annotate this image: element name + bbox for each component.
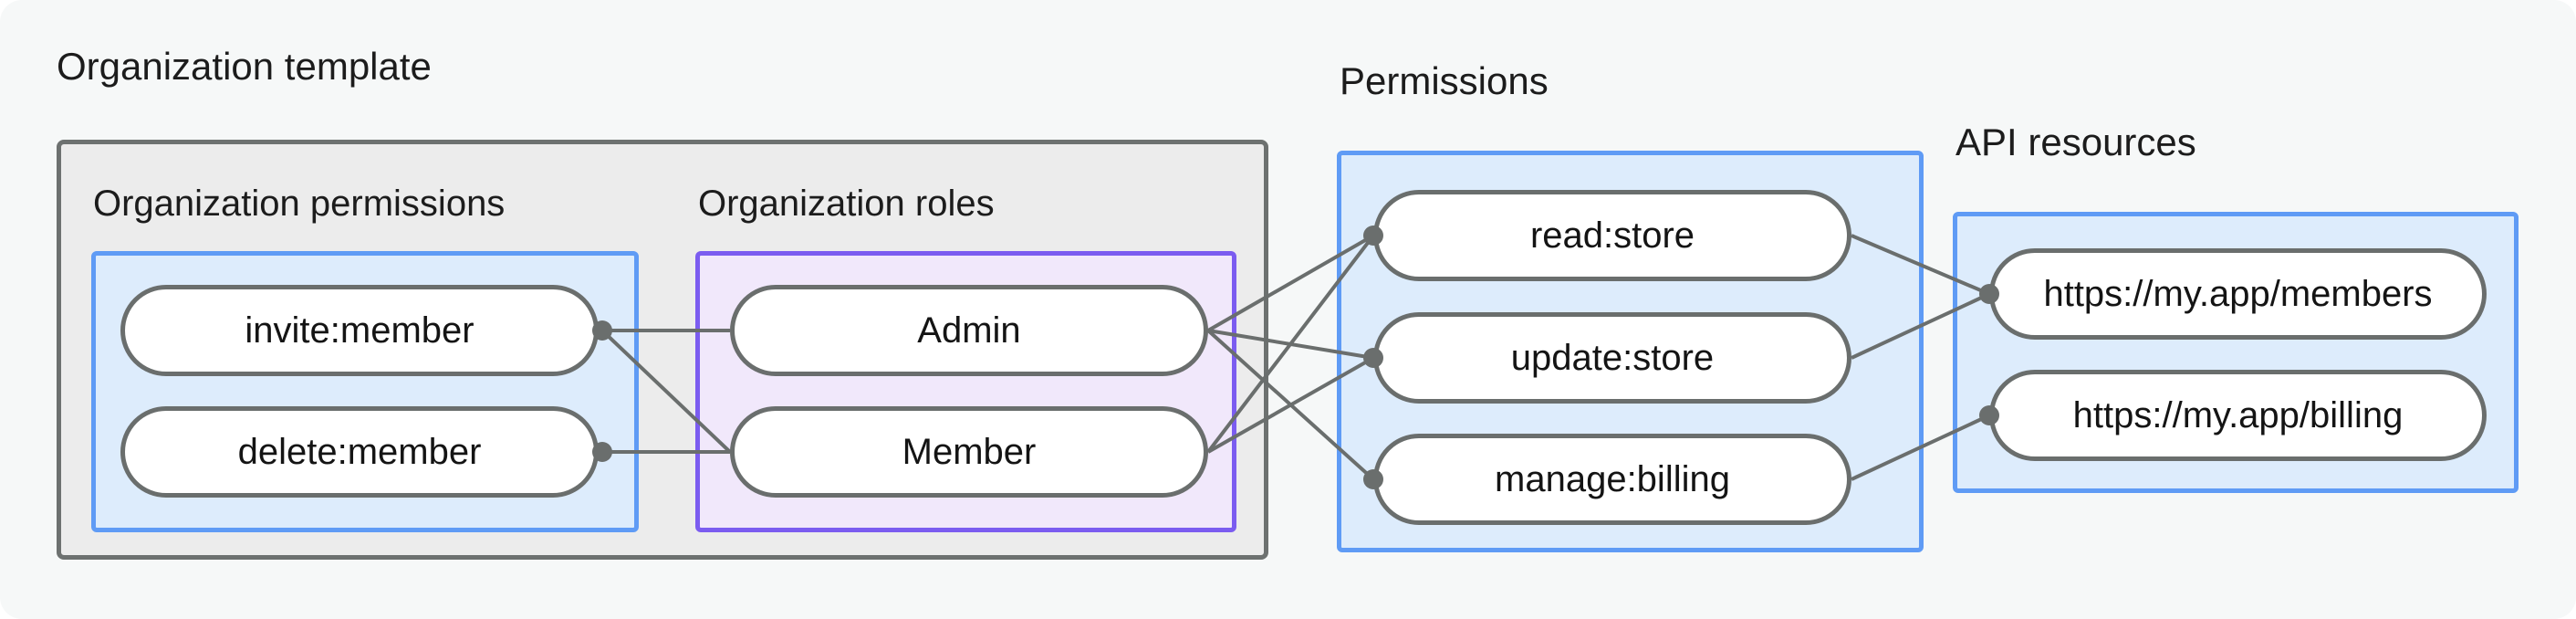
node-member[interactable]: Member xyxy=(730,406,1208,498)
node-invite-member[interactable]: invite:member xyxy=(120,285,599,376)
node-billing-resource[interactable]: https://my.app/billing xyxy=(1989,370,2487,461)
node-admin[interactable]: Admin xyxy=(730,285,1208,376)
node-manage-billing[interactable]: manage:billing xyxy=(1373,434,1851,525)
organization-roles-label: Organization roles xyxy=(698,184,995,224)
permissions-label: Permissions xyxy=(1340,59,1549,102)
node-delete-member[interactable]: delete:member xyxy=(120,406,599,498)
organization-template-label: Organization template xyxy=(57,45,432,88)
organization-permissions-label: Organization permissions xyxy=(93,184,506,224)
node-read-store[interactable]: read:store xyxy=(1373,190,1851,281)
api-resources-label: API resources xyxy=(1955,121,2196,163)
node-update-store[interactable]: update:store xyxy=(1373,312,1851,404)
node-members-resource[interactable]: https://my.app/members xyxy=(1989,248,2487,340)
